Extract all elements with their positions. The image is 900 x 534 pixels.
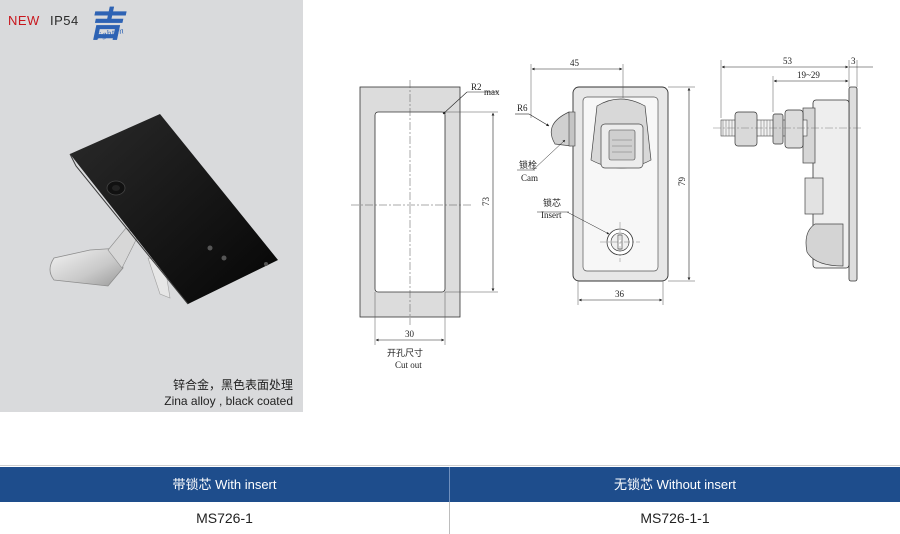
cam-label-en: Cam xyxy=(521,173,538,183)
cutout-drawing: R2 max 73 30 开孔尺寸 Cut out xyxy=(351,80,500,370)
cutout-width: 30 xyxy=(405,329,415,339)
header-divider xyxy=(449,467,450,502)
technical-drawings: R2 max 73 30 开孔尺寸 Cut out xyxy=(351,56,873,370)
row-divider xyxy=(449,502,450,534)
header-without-insert: 无锁芯 Without insert xyxy=(613,477,737,492)
product-photo-panel: NEW IP54 吉 tighten xyxy=(0,0,303,412)
cutout-height: 73 xyxy=(481,197,491,207)
model-with-insert: MS726-1 xyxy=(196,510,253,526)
front-bottom-width: 36 xyxy=(615,289,625,299)
material-en: Zina alloy , black coated xyxy=(164,394,293,408)
insert-label-cn: 锁芯 xyxy=(543,197,561,208)
brand-logo: 吉 xyxy=(90,5,130,45)
product-image xyxy=(49,114,278,305)
material-cn: 锌合金，黑色表面处理 xyxy=(172,378,293,392)
ip-rating: IP54 xyxy=(50,13,79,28)
model-without-insert: MS726-1-1 xyxy=(640,510,710,526)
model-table-row: MS726-1 MS726-1-1 xyxy=(0,502,900,534)
side-grip-range: 19~29 xyxy=(797,70,820,80)
front-top-width: 45 xyxy=(570,58,580,68)
new-label: NEW xyxy=(8,13,40,28)
logo-glyph: 吉 xyxy=(90,5,129,45)
side-view-drawing: 53 3 19~29 xyxy=(713,56,873,282)
side-total-length: 53 xyxy=(783,56,793,66)
front-view-drawing: 45 R6 79 36 锁栓 Cam 锁芯 Insert xyxy=(515,58,695,305)
cam-label-cn: 锁栓 xyxy=(519,159,537,170)
insert-label-en: Insert xyxy=(541,210,562,220)
header-with-insert: 带锁芯 With insert xyxy=(172,477,277,492)
cutout-caption-cn: 开孔尺寸 xyxy=(387,347,423,358)
cutout-caption-en: Cut out xyxy=(395,360,422,370)
cutout-radius-suffix: max xyxy=(484,87,500,97)
cutout-radius: R2 xyxy=(471,82,482,92)
model-table-header: 带锁芯 With insert 无锁芯 Without insert xyxy=(0,467,900,502)
table-top-border xyxy=(0,465,900,466)
material-note: 锌合金，黑色表面处理 Zina alloy , black coated xyxy=(164,377,293,409)
front-height: 79 xyxy=(677,177,687,187)
side-flange-thickness: 3 xyxy=(851,56,856,66)
front-radius: R6 xyxy=(517,103,528,113)
